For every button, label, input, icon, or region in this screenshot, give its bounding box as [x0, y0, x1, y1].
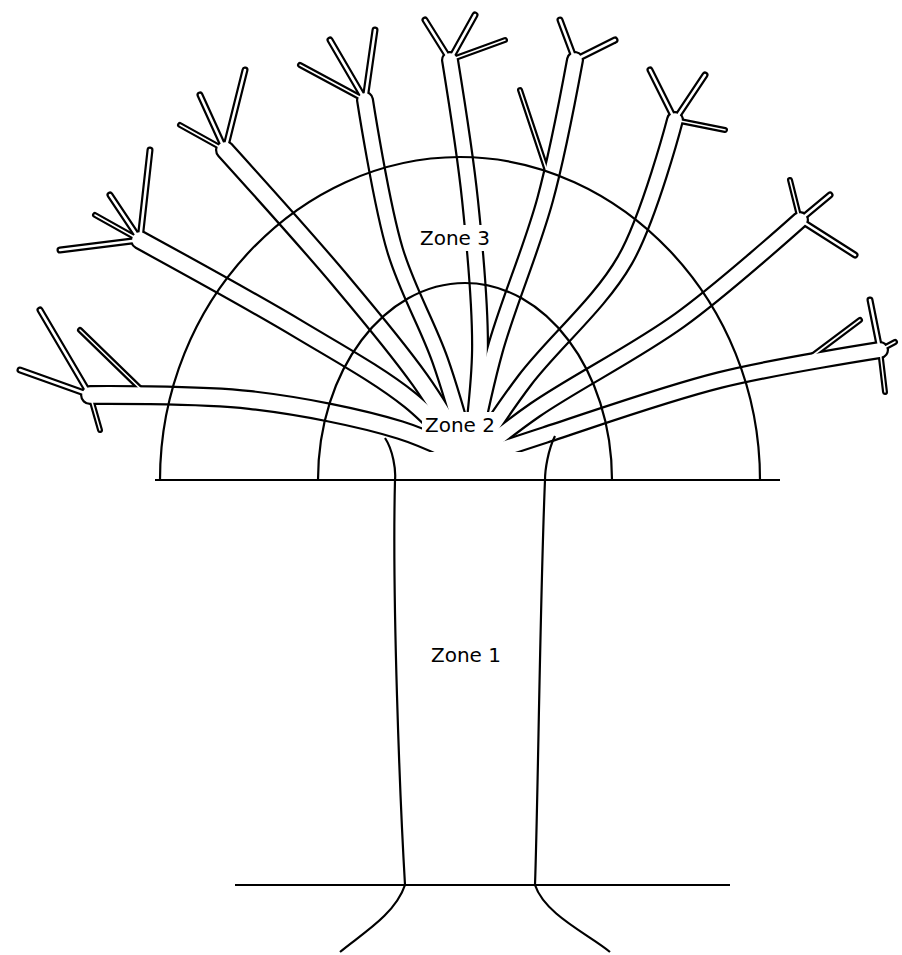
branch-fill [800, 195, 830, 220]
branch-outline [650, 70, 675, 120]
branch-fill [140, 150, 150, 240]
branch-outline [675, 120, 725, 130]
branch-outline [140, 150, 150, 240]
branch-fill [575, 40, 615, 60]
branch-outline [675, 75, 705, 120]
crown-base-line [155, 479, 780, 481]
zone-label: Zone 1 [428, 642, 504, 668]
branch-fill [425, 20, 450, 60]
branch-outline [365, 30, 375, 100]
branch-fill [880, 350, 885, 392]
branch-fill [560, 20, 575, 60]
branch-fill [225, 70, 245, 150]
branch-fill [300, 65, 365, 100]
outer-arc [160, 157, 760, 480]
zone-label: Zone 3 [417, 225, 493, 251]
branch-outline [425, 20, 450, 60]
branch-outline [225, 70, 245, 150]
branch-outline [40, 310, 90, 395]
branch-fill [450, 15, 475, 60]
branch-fill [365, 30, 375, 100]
branch-outline [60, 240, 140, 250]
branch-fill [675, 120, 725, 130]
branch-fill [870, 300, 880, 350]
branch-fill [675, 75, 705, 120]
branch-fill [60, 240, 140, 250]
branch-outline [800, 195, 830, 220]
branch-fill [470, 220, 800, 460]
branch-fill [95, 215, 220, 285]
branch-fill [200, 95, 225, 150]
branch-fill [80, 330, 150, 398]
branch-fill [20, 370, 90, 395]
branch-fill [650, 70, 675, 120]
branch-fill [365, 100, 470, 460]
branch-fill [800, 220, 855, 255]
branch-outline [800, 220, 855, 255]
branch-fill [40, 310, 90, 395]
trunk-right [535, 436, 610, 952]
branch-outline [470, 220, 800, 460]
branch-fill [880, 342, 895, 350]
branch-outline [140, 240, 470, 460]
branch-outline [575, 40, 615, 60]
branch-fill [470, 350, 880, 460]
branch-fill [450, 60, 480, 460]
branch-outline [790, 180, 800, 220]
branch-outline [560, 20, 575, 60]
branch-fill [800, 320, 860, 365]
zone-label: Zone 2 [422, 412, 498, 438]
branch-fill [90, 395, 100, 430]
branch-fill [790, 180, 800, 220]
trunk-left [340, 438, 405, 952]
branch-fill [180, 125, 225, 150]
branch-outline [870, 300, 880, 350]
branch-fill [450, 40, 505, 60]
branch-fill [140, 240, 470, 460]
inner-arc [318, 283, 612, 480]
branch-outline [95, 215, 220, 285]
branch-fill [110, 195, 140, 240]
ground-line [235, 884, 730, 886]
